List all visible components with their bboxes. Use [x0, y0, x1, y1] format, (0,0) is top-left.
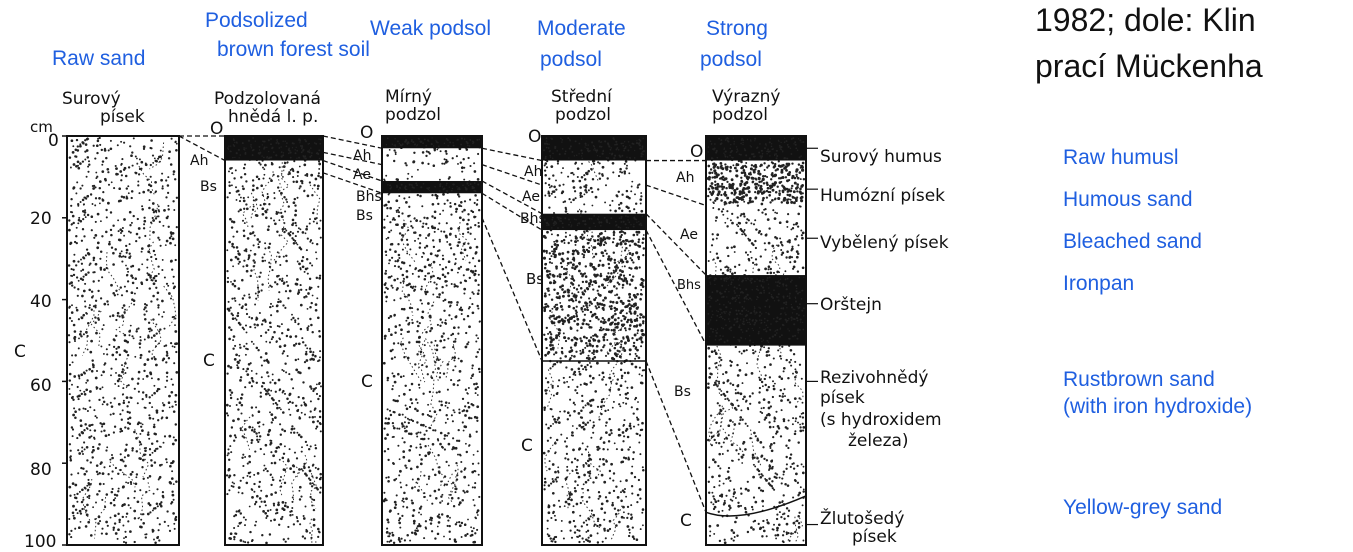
correlation-line-9 — [482, 181, 542, 214]
horizon-band-stredni-o — [542, 136, 646, 161]
correlation-line-7 — [482, 148, 542, 160]
correlation-line-11 — [482, 218, 542, 361]
correlation-line-4 — [323, 152, 382, 164]
profile-column-podzol — [225, 136, 323, 545]
correlation-line-13 — [646, 185, 706, 205]
correlation-line-8 — [482, 165, 542, 185]
correlation-line-15 — [646, 230, 706, 345]
correlation-line-16 — [646, 361, 706, 512]
correlation-line-5 — [323, 161, 382, 181]
correlation-line-6 — [323, 173, 382, 193]
correlation-line-10 — [482, 193, 542, 230]
correlation-line-2 — [179, 136, 225, 161]
correlation-line-3 — [323, 136, 382, 148]
profile-column-mirny — [382, 136, 482, 545]
horizon-band-podzol-ah — [225, 136, 323, 161]
correlation-line-14 — [646, 214, 706, 275]
